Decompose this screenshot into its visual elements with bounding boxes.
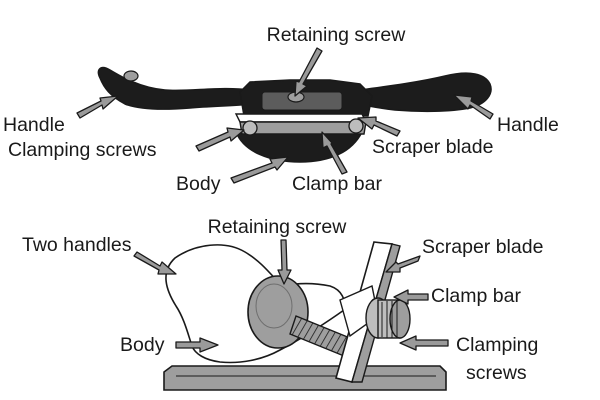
label-top-scraper-blade: Scraper blade <box>372 136 493 158</box>
bottom-clamping-screws <box>365 297 411 339</box>
arrow-top-retaining-screw <box>294 47 323 97</box>
label-top-clamping-screws: Clamping screws <box>8 139 157 161</box>
arrow-top-handle-right <box>453 94 494 120</box>
top-spokeshave <box>97 66 492 163</box>
label-top-body: Body <box>176 173 221 195</box>
bottom-spokeshave <box>163 241 447 391</box>
label-top-handle-right: Handle <box>497 114 559 136</box>
label-top-clamp-bar: Clamp bar <box>292 173 382 195</box>
label-bottom-clamping-screws-line1: Clamping <box>456 334 538 356</box>
handle-hole <box>123 70 139 82</box>
bottom-sole <box>163 365 447 391</box>
label-top-retaining-screw: Retaining screw <box>267 24 407 46</box>
top-clamp-bar <box>239 121 367 135</box>
arrow-bottom-scraper-blade <box>385 255 421 273</box>
arrow-bottom-clamping-screws <box>399 335 449 351</box>
label-bottom-retaining-screw: Retaining screw <box>208 216 348 238</box>
arrow-top-clamp-bar <box>321 131 348 175</box>
arrow-top-handle-left <box>76 95 119 119</box>
label-bottom-two-handles: Two handles <box>22 234 132 256</box>
left-handle <box>97 66 251 110</box>
arrow-bottom-retaining-screw <box>277 239 292 285</box>
top-scraper-blade <box>234 113 368 123</box>
arrow-top-clamping-screws <box>195 127 245 152</box>
label-bottom-clamp-bar: Clamp bar <box>431 285 521 307</box>
right-handle <box>359 72 492 113</box>
arrow-bottom-body <box>175 337 219 353</box>
label-bottom-scraper-blade: Scraper blade <box>422 236 543 258</box>
label-top-handle-left: Handle <box>3 114 65 136</box>
top-clamping-screw-right <box>348 118 364 134</box>
arrow-bottom-two-handles <box>133 251 177 275</box>
label-bottom-body: Body <box>120 334 165 356</box>
arrow-bottom-clamp-bar <box>393 289 429 305</box>
label-bottom-clamping-screws-line2: screws <box>466 362 527 384</box>
screw-head-shading <box>255 283 293 329</box>
top-clamping-screw-left <box>242 120 258 136</box>
arrow-top-scraper-blade <box>357 116 401 137</box>
arrow-top-body <box>230 156 289 184</box>
top-body <box>234 131 364 163</box>
